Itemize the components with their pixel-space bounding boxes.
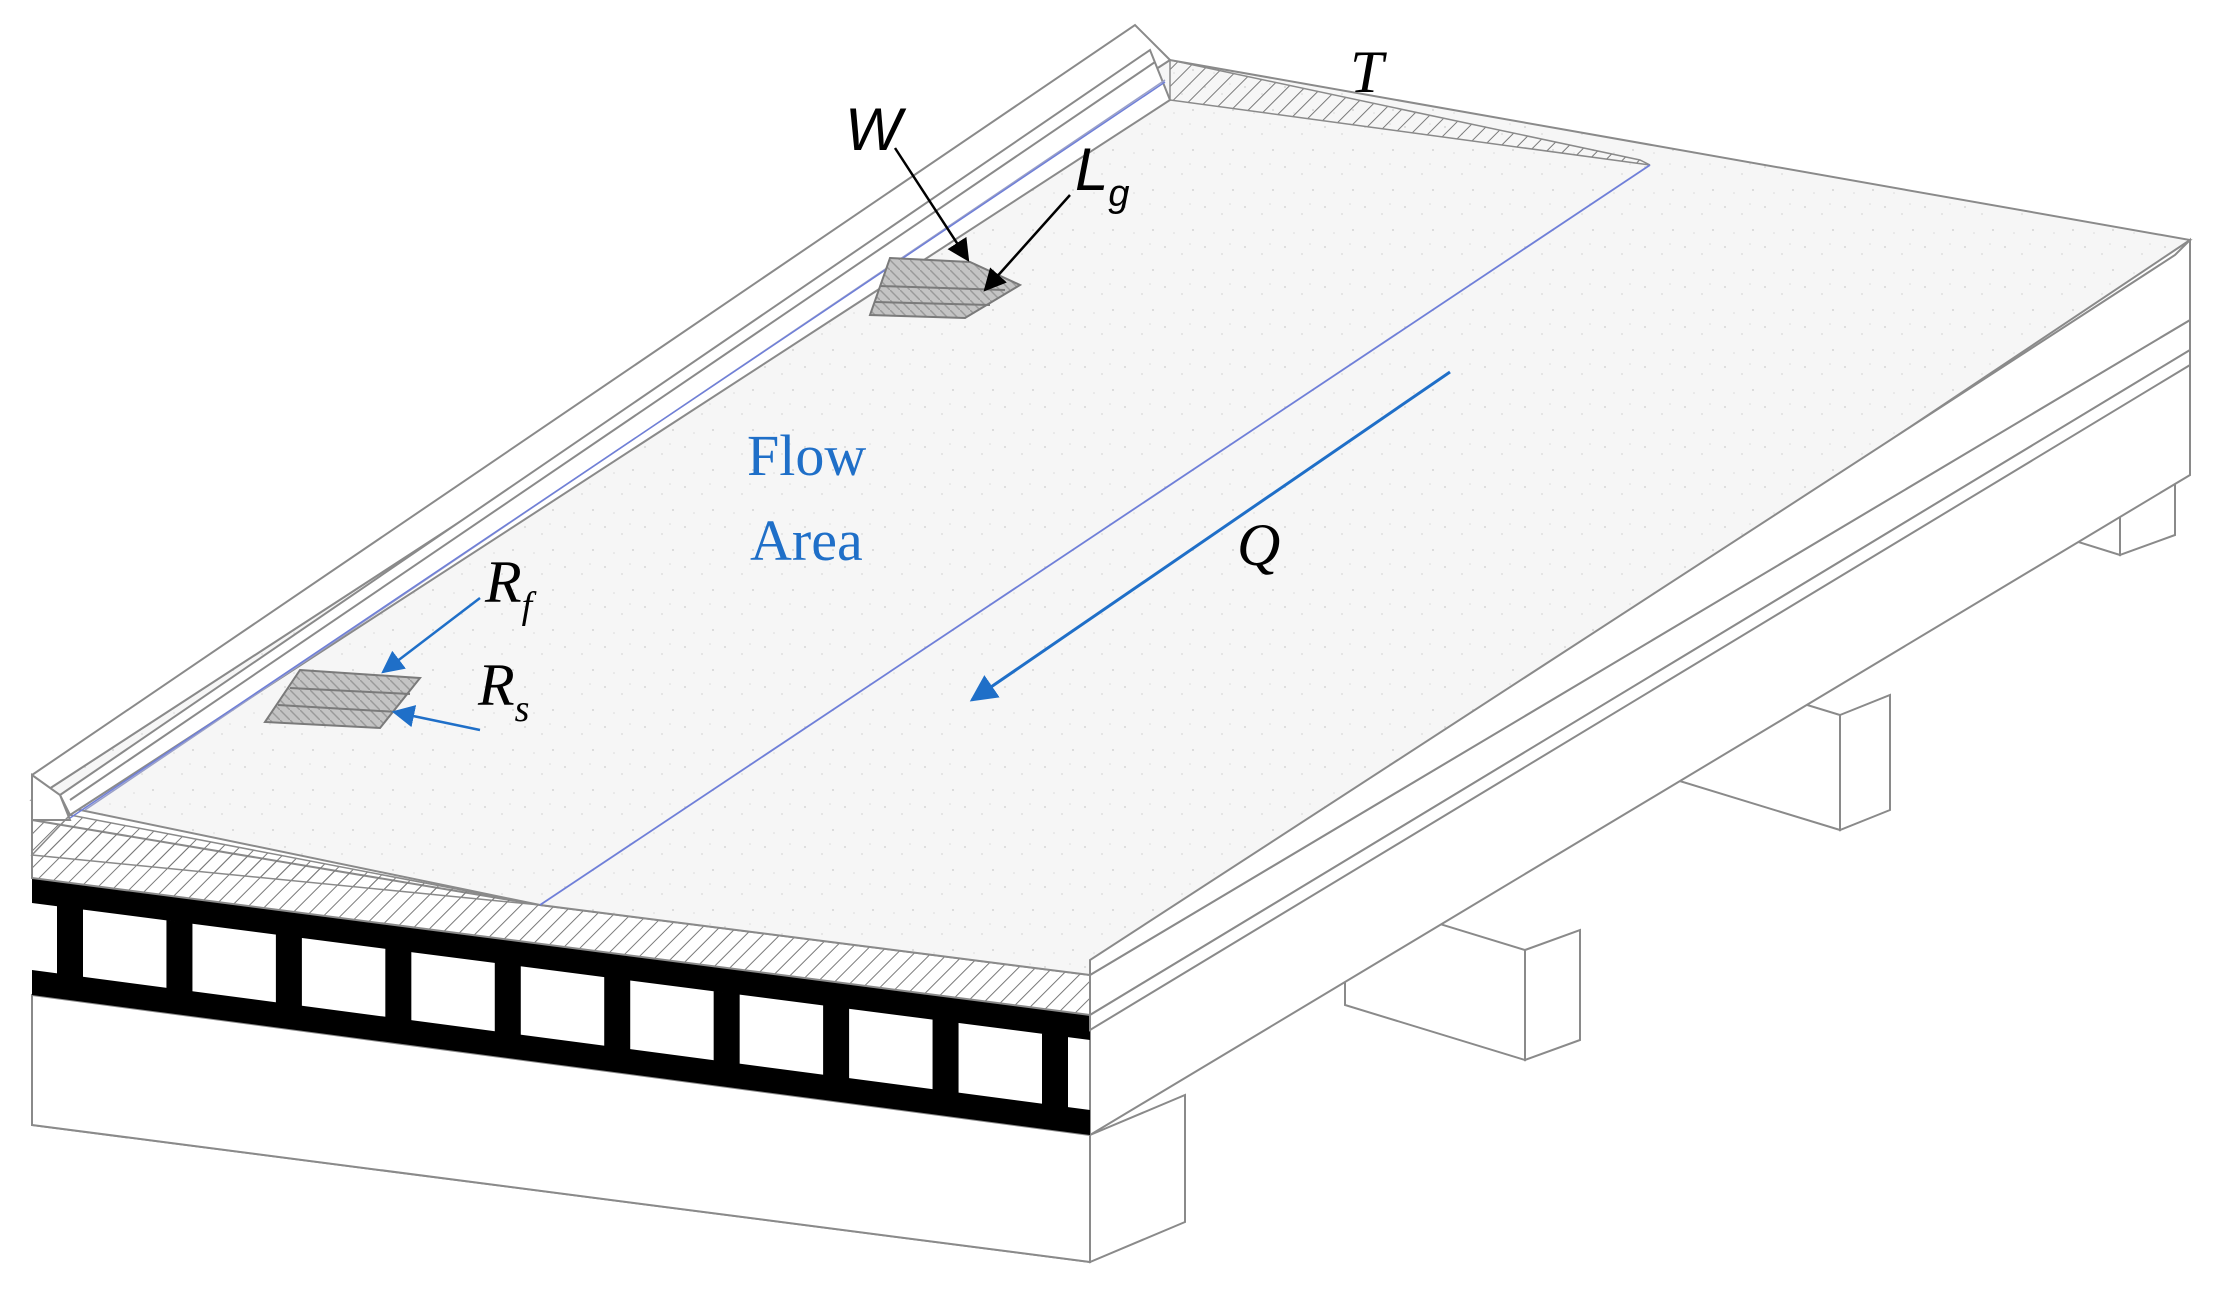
girder-web <box>932 1019 959 1094</box>
girder-web <box>604 976 631 1051</box>
label-t: T <box>1350 39 1387 105</box>
flow-area-line2: Area <box>750 508 863 573</box>
label-q: Q <box>1237 512 1280 578</box>
girder-web <box>57 905 83 979</box>
girder-bottom-flange <box>32 970 1090 1135</box>
pier-3-side <box>1524 928 1581 1062</box>
pier-2-side <box>1839 693 1891 832</box>
grate-inlet-lower <box>263 668 422 730</box>
deck-right-rim <box>1089 237 2191 977</box>
label-rs: Rs <box>477 652 529 730</box>
girder-web <box>713 990 740 1065</box>
pier-cap-front <box>31 993 1091 1264</box>
label-lg: Lg <box>1075 136 1130 215</box>
deck-right-strip <box>1089 348 2191 1032</box>
rf-pointer-arrow <box>381 597 481 674</box>
pier-cap <box>31 993 1186 1264</box>
pier-cap-side <box>1089 1093 1186 1264</box>
girder-section <box>32 878 1090 1135</box>
spread-boundary-line <box>539 164 1651 906</box>
girder-web <box>166 920 193 993</box>
lg-pointer-arrow <box>983 194 1071 292</box>
girder-web <box>275 934 302 1007</box>
girder-top-flange <box>32 878 1090 1040</box>
gutter-flow-line <box>69 81 1166 819</box>
girder-web <box>385 948 412 1022</box>
barrier <box>31 23 1172 821</box>
girder-web <box>1042 1033 1068 1109</box>
rs-pointer-arrow <box>391 705 481 732</box>
girder-webs <box>57 905 1068 1109</box>
flow-direction-arrow <box>969 370 1451 702</box>
label-w: W <box>845 96 907 163</box>
girder-web <box>823 1005 850 1080</box>
girder-web <box>494 962 521 1036</box>
w-pointer-arrow <box>893 147 970 262</box>
flow-area-line1: Flow <box>747 423 866 488</box>
gutter-slope-near <box>30 814 541 906</box>
